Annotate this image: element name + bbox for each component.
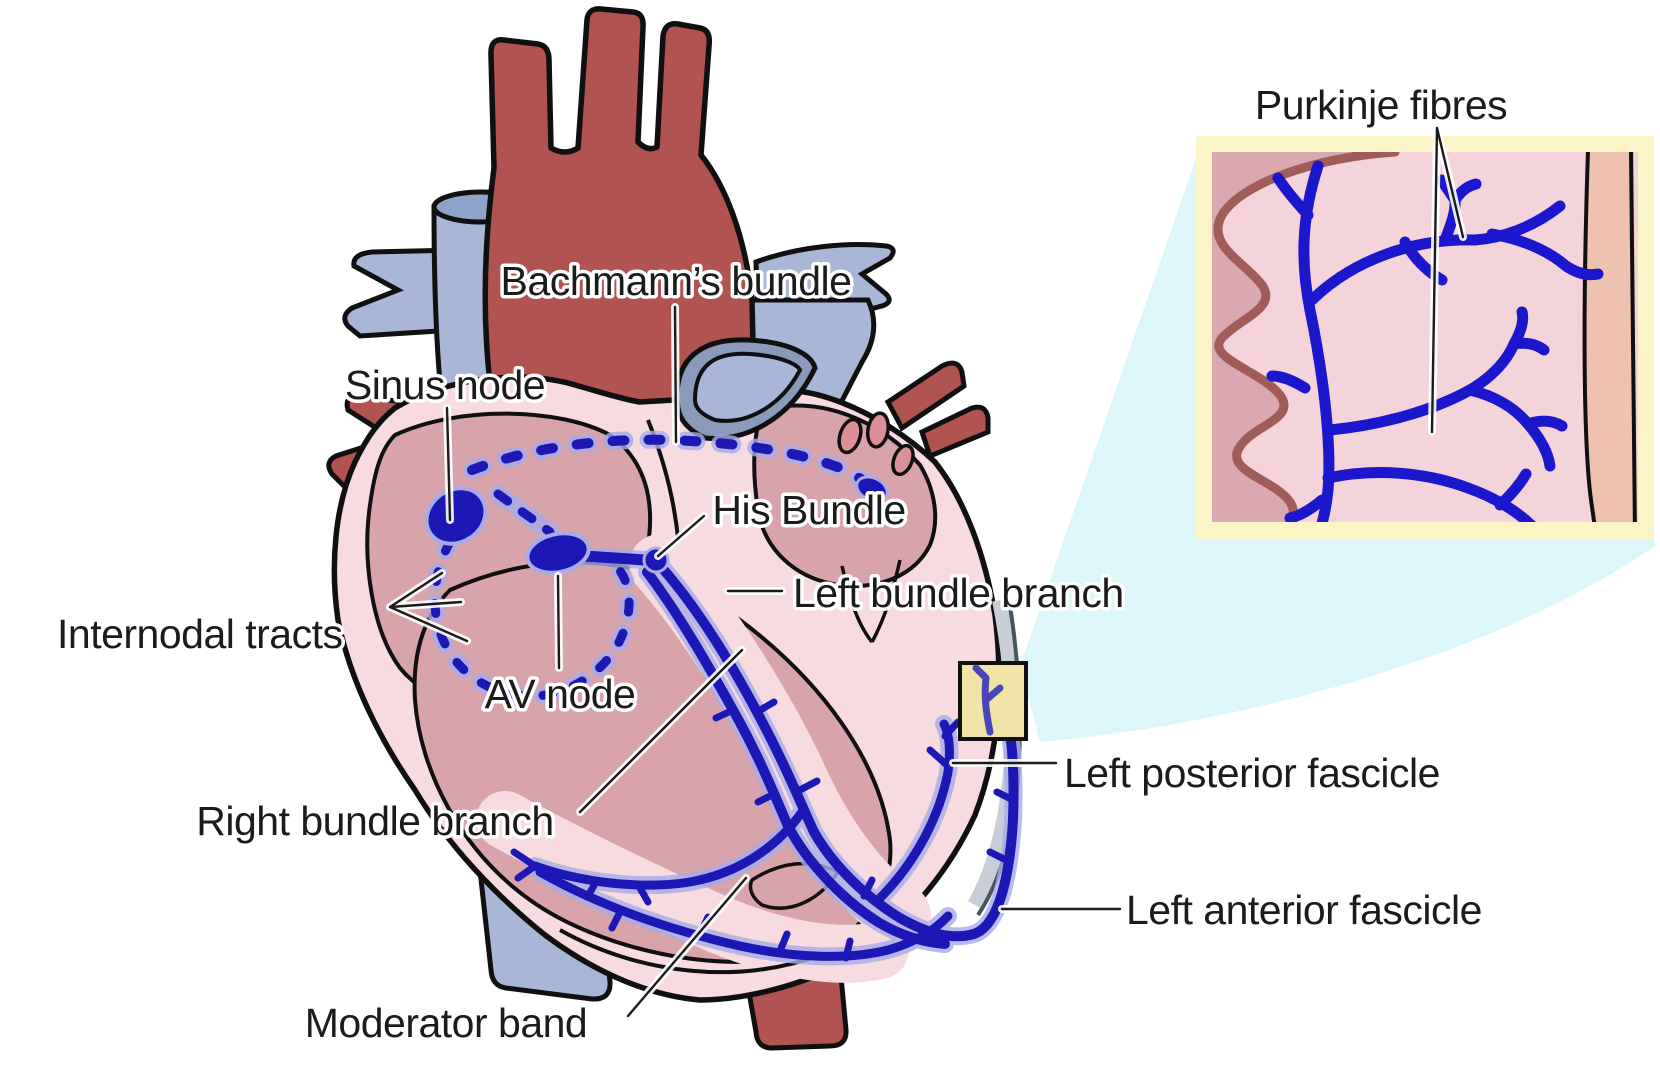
inner-wall-line: [559, 928, 821, 975]
aorta: [482, 6, 758, 433]
labels: Purkinje fibres Bachmann’s bundle Sinus …: [54, 79, 1512, 1050]
label-moderator-band: Moderator band: [305, 1000, 587, 1046]
label-his-bundle: His Bundle: [712, 487, 905, 533]
pulmonary-vein-ostium-2: [865, 411, 891, 449]
left-pulmonary-vein-upper: [884, 360, 967, 432]
label-purkinje-fibres: Purkinje fibres: [1255, 82, 1507, 128]
av-node: [525, 531, 591, 575]
bachmann-end-node: [855, 475, 889, 503]
label-left-anterior-fascicle: Left anterior fascicle: [1126, 887, 1482, 933]
pulmonary-vein-ostium-1: [837, 417, 863, 455]
label-internodal-tracts: Internodal tracts: [57, 611, 343, 657]
his-bundle-path: [584, 556, 645, 560]
inset-epicardium-band: [1584, 152, 1636, 522]
conduction-system: [424, 440, 1014, 958]
label-sinus-node: Sinus node: [345, 362, 545, 408]
inset-wavy-line: [1213, 152, 1400, 522]
label-av-node: AV node: [485, 671, 636, 717]
label-bachmanns-bundle: Bachmann’s bundle: [501, 258, 852, 304]
left-pulmonary-vein-lower: [918, 404, 991, 460]
sinus-node: [424, 486, 488, 546]
inset-epicardium-line-left: [1582, 152, 1597, 522]
inset-epicardium-line-right: [1629, 152, 1637, 522]
pulmonary-trunk-inner: [692, 351, 803, 423]
zoom-beam: [1020, 141, 1656, 742]
zoom-box-fibre: [972, 664, 1004, 736]
label-left-bundle-branch: Left bundle branch: [793, 570, 1124, 616]
label-left-posterior-fascicle: Left posterior fascicle: [1064, 750, 1440, 796]
purkinje-inset: [1196, 136, 1654, 540]
inset-field: [1212, 152, 1638, 522]
label-right-bundle-branch: Right bundle branch: [196, 798, 553, 844]
pulmonary-vein-ostium-3: [891, 443, 915, 477]
zoom-source-box: [958, 661, 1028, 741]
right-pulmonary-artery: [342, 247, 463, 339]
mitral-valve: [840, 559, 902, 644]
